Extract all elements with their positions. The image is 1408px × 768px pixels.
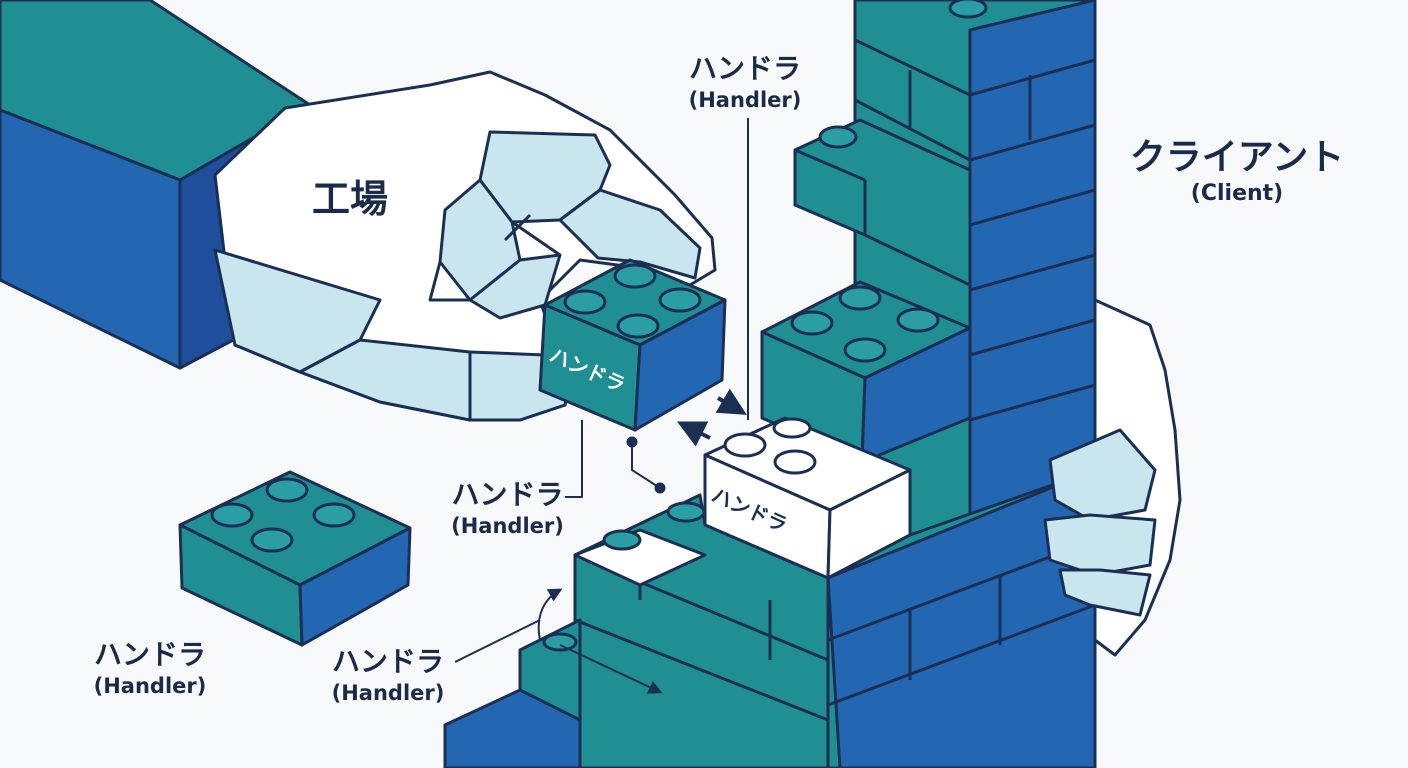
fit-arrows xyxy=(676,388,747,447)
loose-brick-studs xyxy=(210,477,356,553)
handler-label-bottom-left: ハンドラ (Handler) xyxy=(80,638,220,700)
factory-label: 工場 xyxy=(312,177,389,221)
handler-label-jp: ハンドラ xyxy=(451,478,564,511)
handler-label-bottom: ハンドラ (Handler) xyxy=(318,645,458,707)
held-brick xyxy=(538,258,727,432)
handler-label-en: (Handler) xyxy=(331,681,445,705)
arrow-down xyxy=(559,644,663,694)
loose-brick xyxy=(178,470,412,647)
handler-label-en: (Handler) xyxy=(93,674,207,698)
connector-dot xyxy=(626,436,638,448)
handler-label-top: ハンドラ (Handler) xyxy=(670,52,820,114)
client-tower xyxy=(443,0,1097,768)
connector-lines xyxy=(454,118,749,663)
client-label-en: (Client) xyxy=(1190,181,1284,206)
handler-label-en: (Handler) xyxy=(451,514,564,538)
leader-line-bottom xyxy=(454,619,541,663)
held-brick-studs xyxy=(563,263,702,339)
handler-label-jp: ハンドラ xyxy=(688,52,801,85)
leader-line-mid xyxy=(565,420,583,498)
client-label-group: クライアント (Client) xyxy=(1112,136,1362,208)
client-hand xyxy=(1043,298,1182,657)
factory-hand xyxy=(213,70,717,422)
client-label: クライアント xyxy=(1129,137,1345,178)
handler-label-en: (Handler) xyxy=(688,88,802,112)
handler-label-middle: ハンドラ (Handler) xyxy=(440,478,575,540)
arrow-up xyxy=(537,588,563,641)
handler-label-jp: ハンドラ xyxy=(331,645,444,678)
handler-label-jp: ハンドラ xyxy=(93,638,206,671)
connector-dot xyxy=(654,482,666,494)
insert-arrows xyxy=(537,588,663,694)
arrow-in xyxy=(715,388,747,415)
leader-line-dot xyxy=(631,440,661,489)
arrow-out xyxy=(676,421,711,447)
